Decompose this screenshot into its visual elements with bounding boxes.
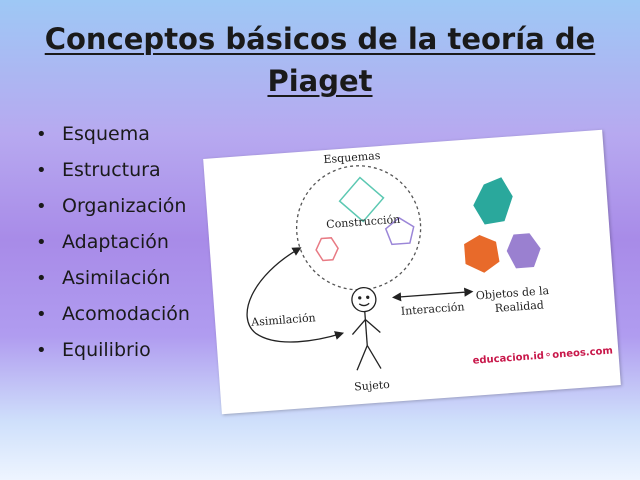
watermark: educacion.id⚬oneos.com bbox=[472, 346, 613, 367]
concept-list: • Esquema • Estructura • Organización • Adap… bbox=[36, 116, 190, 368]
list-item-label: Adaptación bbox=[62, 231, 169, 253]
slide-title: Conceptos básicos de la teoría de Piaget bbox=[44, 22, 596, 98]
watermark-mark: ⚬ bbox=[544, 350, 553, 362]
teal-gem bbox=[473, 177, 513, 225]
list-item-label: Estructura bbox=[62, 159, 161, 181]
list-item-label: Esquema bbox=[62, 123, 150, 145]
list-item: • Esquema bbox=[36, 116, 190, 152]
asimilacion-arrow bbox=[246, 247, 345, 343]
list-item: • Estructura bbox=[36, 152, 190, 188]
purple-gem bbox=[506, 233, 541, 269]
stick-figure bbox=[351, 286, 382, 371]
list-item: • Adaptación bbox=[36, 224, 190, 260]
orange-gem bbox=[464, 234, 500, 273]
watermark-part2: oneos.com bbox=[552, 346, 613, 361]
list-item: • Organización bbox=[36, 188, 190, 224]
objetos-label-line2: Realidad bbox=[494, 298, 544, 315]
objetos-label-line1: Objetos de la bbox=[475, 284, 549, 302]
list-item: • Equilibrio bbox=[36, 332, 190, 368]
bullet-marker: • bbox=[36, 195, 47, 217]
list-item: • Asimilación bbox=[36, 260, 190, 296]
watermark-part1: educacion.id bbox=[472, 351, 544, 367]
bullet-marker: • bbox=[36, 303, 47, 325]
construccion-label: Construcción bbox=[326, 213, 401, 231]
bullet-marker: • bbox=[36, 339, 47, 361]
bullet-marker: • bbox=[36, 231, 47, 253]
bullet-marker: • bbox=[36, 159, 47, 181]
bullet-marker: • bbox=[36, 267, 47, 289]
list-item: • Acomodación bbox=[36, 296, 190, 332]
piaget-diagram: Esquemas Construcción Sujeto Asimilación… bbox=[203, 129, 621, 415]
list-item-label: Organización bbox=[62, 195, 187, 217]
asimilacion-label: Asimilación bbox=[250, 311, 316, 329]
list-item-label: Equilibrio bbox=[62, 339, 151, 361]
rhombus-shape bbox=[338, 176, 385, 223]
interaccion-arrow bbox=[391, 287, 474, 302]
list-item-label: Acomodación bbox=[62, 303, 190, 325]
list-item-label: Asimilación bbox=[62, 267, 171, 289]
bullet-marker: • bbox=[36, 123, 47, 145]
diagram-canvas: Esquemas Construcción Sujeto Asimilación… bbox=[246, 149, 613, 394]
interaccion-label: Interacción bbox=[400, 300, 465, 318]
esquemas-label: Esquemas bbox=[323, 149, 381, 166]
sujeto-label: Sujeto bbox=[354, 378, 391, 394]
pentagon-shape bbox=[384, 216, 415, 246]
hexagon-shape bbox=[315, 237, 339, 262]
